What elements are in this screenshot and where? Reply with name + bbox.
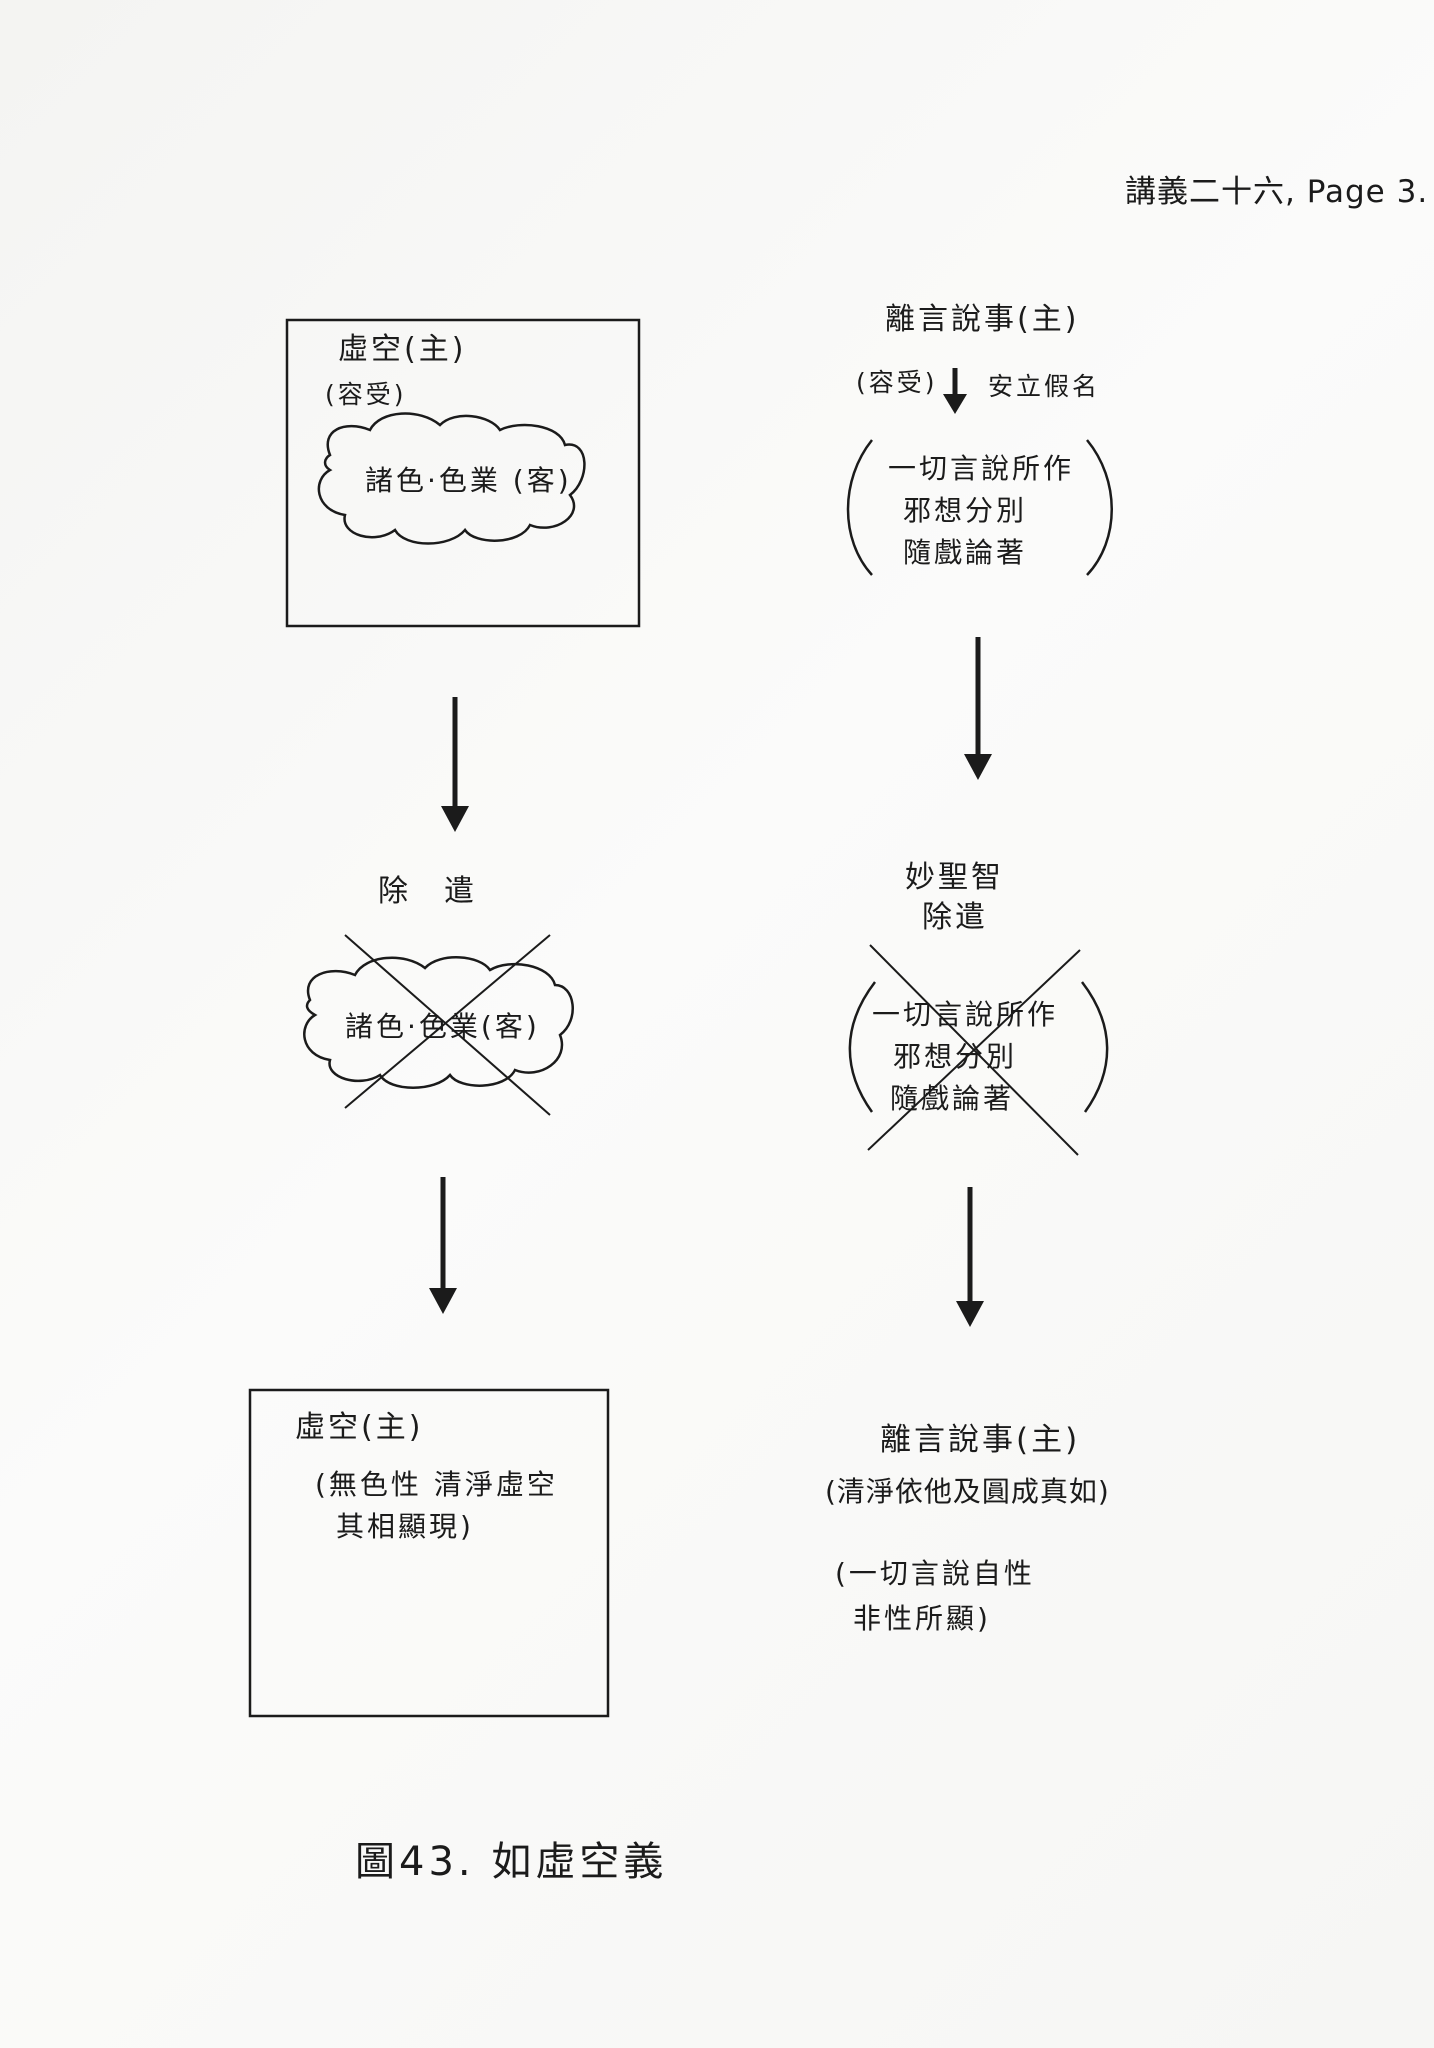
right-top-right-note: 安立假名 <box>988 372 1101 401</box>
right-mid-paren-line2: 邪想分別 <box>893 1040 1018 1073</box>
left-action-label: 除 遣 <box>378 874 477 909</box>
left-cross-a <box>344 934 551 1116</box>
right-bottom-line3: 非性所顯) <box>853 1602 991 1635</box>
left-cross-b <box>344 934 551 1109</box>
right-mid-paren-right <box>1081 981 1109 1113</box>
right-cross-b <box>867 949 1081 1151</box>
bottom-left-box-line2: 其相顯現) <box>336 1510 474 1543</box>
right-top-paren-line1: 一切言說所作 <box>888 452 1075 485</box>
bottom-left-box <box>248 1388 610 1718</box>
right-action-line2: 除遣 <box>922 900 988 935</box>
right-top-paren-left <box>846 439 873 576</box>
right-bottom-line1: (清淨依他及圓成真如) <box>825 1475 1110 1508</box>
right-mid-paren-line1: 一切言說所作 <box>872 998 1059 1031</box>
right-top-paren-line3: 隨戲論著 <box>903 536 1028 569</box>
right-top-paren-line2: 邪想分別 <box>903 494 1028 527</box>
middle-left-cloud-text: 諸色·色業(客) <box>345 1010 540 1043</box>
top-left-cloud <box>317 412 586 545</box>
right-bottom-title: 離言說事(主) <box>880 1422 1081 1458</box>
right-mid-paren-line3: 隨戲論著 <box>890 1082 1015 1115</box>
top-left-box-title: 虛空(主) <box>338 332 467 367</box>
right-top-title: 離言說事(主) <box>885 302 1080 337</box>
right-bottom-line2: (一切言說自性 <box>835 1557 1035 1590</box>
top-left-cloud-text: 諸色·色業 (客) <box>365 464 572 497</box>
page-reference: 講義二十六, Page 3. <box>1125 174 1429 210</box>
right-top-paren-right <box>1086 439 1113 576</box>
right-mid-paren-left <box>848 981 876 1113</box>
top-left-box-subtitle: (容受) <box>325 380 407 409</box>
figure-caption: 圖43. 如虛空義 <box>355 1839 668 1885</box>
bottom-left-box-line1: (無色性 清淨虛空 <box>315 1468 558 1501</box>
top-left-box <box>285 318 641 628</box>
right-action-line1: 妙聖智 <box>905 860 1004 895</box>
right-top-left-note: (容受) <box>856 368 938 397</box>
middle-left-cloud <box>303 956 574 1089</box>
bottom-left-box-title: 虛空(主) <box>295 1410 424 1445</box>
